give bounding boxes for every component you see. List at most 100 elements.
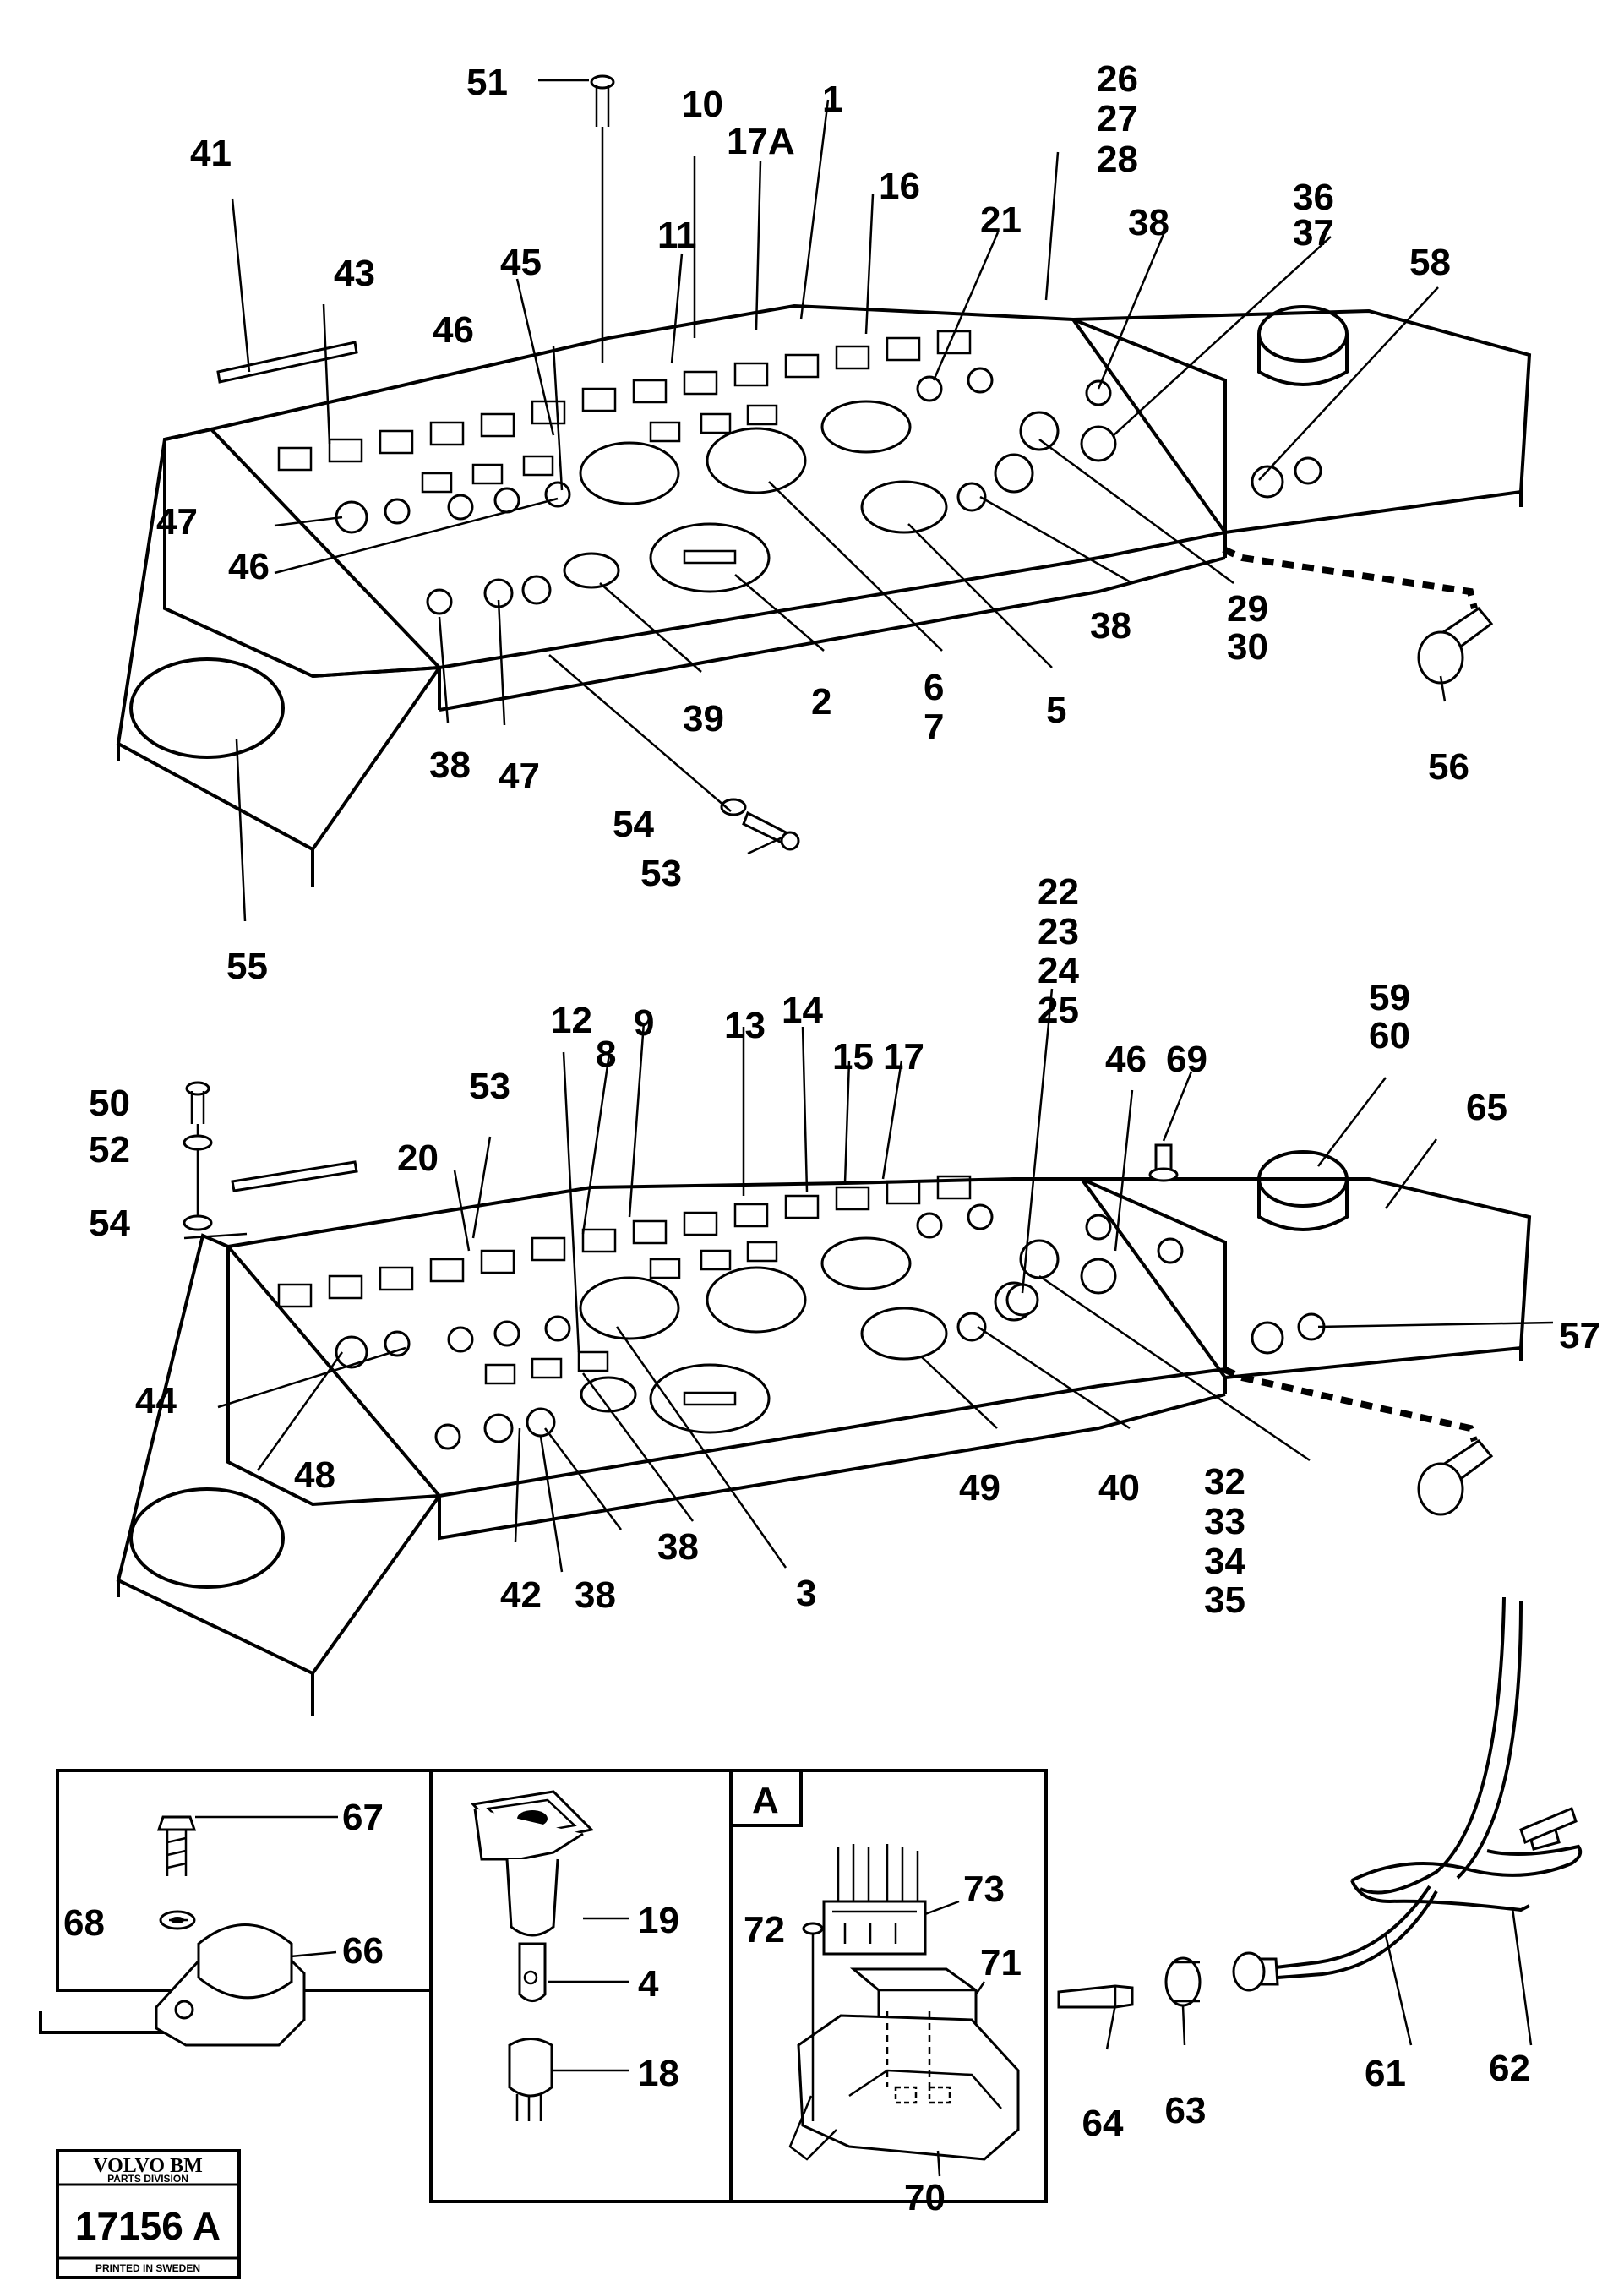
callout-32: 32: [1204, 1461, 1245, 1503]
callout-57: 57: [1559, 1315, 1600, 1356]
callout-52: 52: [89, 1129, 130, 1170]
callout-25: 25: [1038, 990, 1079, 1031]
callout-36: 36: [1293, 177, 1334, 218]
callout-13: 13: [724, 1005, 766, 1046]
callout-8: 8: [596, 1034, 616, 1075]
callout-33: 33: [1204, 1501, 1245, 1542]
callout-51: 51: [466, 62, 508, 103]
callout-47-top: 47: [156, 501, 198, 543]
callout-66: 66: [342, 1930, 384, 1972]
stamp-division: PARTS DIVISION: [107, 2173, 188, 2185]
callout-11: 11: [657, 215, 697, 256]
callout-47-low: 47: [499, 756, 540, 797]
callout-18: 18: [638, 2053, 679, 2094]
callout-4: 4: [638, 1963, 659, 2005]
callout-38-bottom-b: 38: [575, 1574, 616, 1616]
callout-42: 42: [500, 1574, 542, 1616]
callout-37: 37: [1293, 212, 1334, 254]
rod-41-illustration: [216, 341, 358, 384]
stamp-number: 17156 A: [75, 2204, 221, 2248]
callout-a: A: [752, 1780, 779, 1821]
screw-53-washer-54-illustration: [720, 798, 800, 851]
callout-49: 49: [959, 1467, 1000, 1509]
callout-46-bottom: 46: [1105, 1039, 1147, 1080]
callout-17: 17: [883, 1036, 924, 1078]
inset-frames: [39, 1769, 1048, 2203]
callout-43: 43: [334, 253, 375, 294]
callout-30: 30: [1227, 626, 1268, 668]
callout-15: 15: [832, 1036, 874, 1078]
relay-assembly-illustration: [788, 1844, 1020, 2161]
bolt-50-illustration: [183, 1081, 213, 1231]
callout-2: 2: [811, 681, 831, 723]
callout-50: 50: [89, 1083, 130, 1124]
callout-39: 39: [683, 698, 724, 739]
callout-40: 40: [1098, 1467, 1140, 1509]
callout-1: 1: [822, 79, 842, 120]
callout-54-top: 54: [613, 804, 654, 845]
callout-61: 61: [1365, 2053, 1406, 2094]
dashboard-bottom: [116, 1150, 1532, 1716]
callout-54-bottom: 54: [89, 1203, 130, 1244]
callout-34: 34: [1204, 1541, 1245, 1582]
callout-7: 7: [924, 707, 944, 748]
callout-72: 72: [744, 1909, 785, 1950]
callout-38-left: 38: [429, 745, 471, 786]
callout-14: 14: [782, 990, 823, 1031]
callout-6: 6: [924, 667, 944, 708]
callout-63: 63: [1165, 2090, 1207, 2131]
callout-20: 20: [397, 1138, 439, 1179]
callout-22: 22: [1038, 871, 1079, 913]
callout-53-top: 53: [640, 853, 682, 894]
callout-12: 12: [551, 1000, 592, 1041]
callout-10: 10: [682, 84, 723, 125]
callout-16: 16: [879, 166, 920, 207]
callout-48: 48: [294, 1454, 335, 1496]
callout-17a: 17A: [727, 121, 795, 162]
cable-61-illustration: [1057, 1596, 1583, 2009]
callout-59: 59: [1369, 977, 1410, 1018]
lamp-56-illustration: [1222, 546, 1494, 685]
callout-58: 58: [1409, 242, 1451, 283]
callout-29: 29: [1227, 588, 1268, 630]
callout-28: 28: [1097, 139, 1138, 180]
volvo-bm-stamp: VOLVO BM PARTS DIVISION 17156 A PRINTED …: [56, 2149, 241, 2279]
switch-19-illustration: [471, 1790, 595, 2121]
callout-44: 44: [135, 1380, 177, 1421]
callout-35: 35: [1204, 1579, 1245, 1621]
buzzer-66-illustration: [155, 1815, 306, 2047]
callout-labels: 51 41 10 17A 1 26 27 28 16 43 11 21 38 3…: [63, 58, 1600, 2218]
callout-23: 23: [1038, 911, 1079, 952]
callout-26: 26: [1097, 58, 1138, 100]
indicator-69-illustration: [1148, 1143, 1179, 1182]
rod-bottom-illustration: [231, 1160, 358, 1192]
callout-70: 70: [904, 2177, 946, 2218]
callout-24: 24: [1038, 950, 1079, 991]
lamp-bottom-illustration: [1222, 1366, 1494, 1516]
callout-53-bottom: 53: [469, 1066, 510, 1107]
bolt-51-illustration: [590, 74, 615, 363]
callout-55: 55: [226, 946, 268, 987]
callout-21: 21: [980, 199, 1022, 241]
leader-lines: [169, 79, 1554, 2177]
callout-9: 9: [634, 1002, 654, 1044]
callout-68: 68: [63, 1902, 105, 1944]
stamp-brand: VOLVO BM: [93, 2155, 203, 2177]
callout-3: 3: [796, 1573, 816, 1614]
callout-62: 62: [1489, 2048, 1530, 2089]
callout-73: 73: [963, 1869, 1005, 1910]
callout-45: 45: [500, 242, 542, 283]
callout-65: 65: [1466, 1087, 1507, 1128]
callout-67: 67: [342, 1797, 384, 1838]
callout-64: 64: [1082, 2103, 1124, 2144]
callout-46-top: 46: [433, 309, 474, 351]
callout-71: 71: [980, 1942, 1022, 1983]
callout-38-mid: 38: [1090, 605, 1131, 647]
callout-19: 19: [638, 1900, 679, 1941]
callout-60: 60: [1369, 1015, 1410, 1056]
callout-41: 41: [190, 133, 232, 174]
callout-27: 27: [1097, 98, 1138, 139]
callout-38-top: 38: [1128, 202, 1169, 243]
stamp-printed: PRINTED IN SWEDEN: [95, 2262, 200, 2274]
